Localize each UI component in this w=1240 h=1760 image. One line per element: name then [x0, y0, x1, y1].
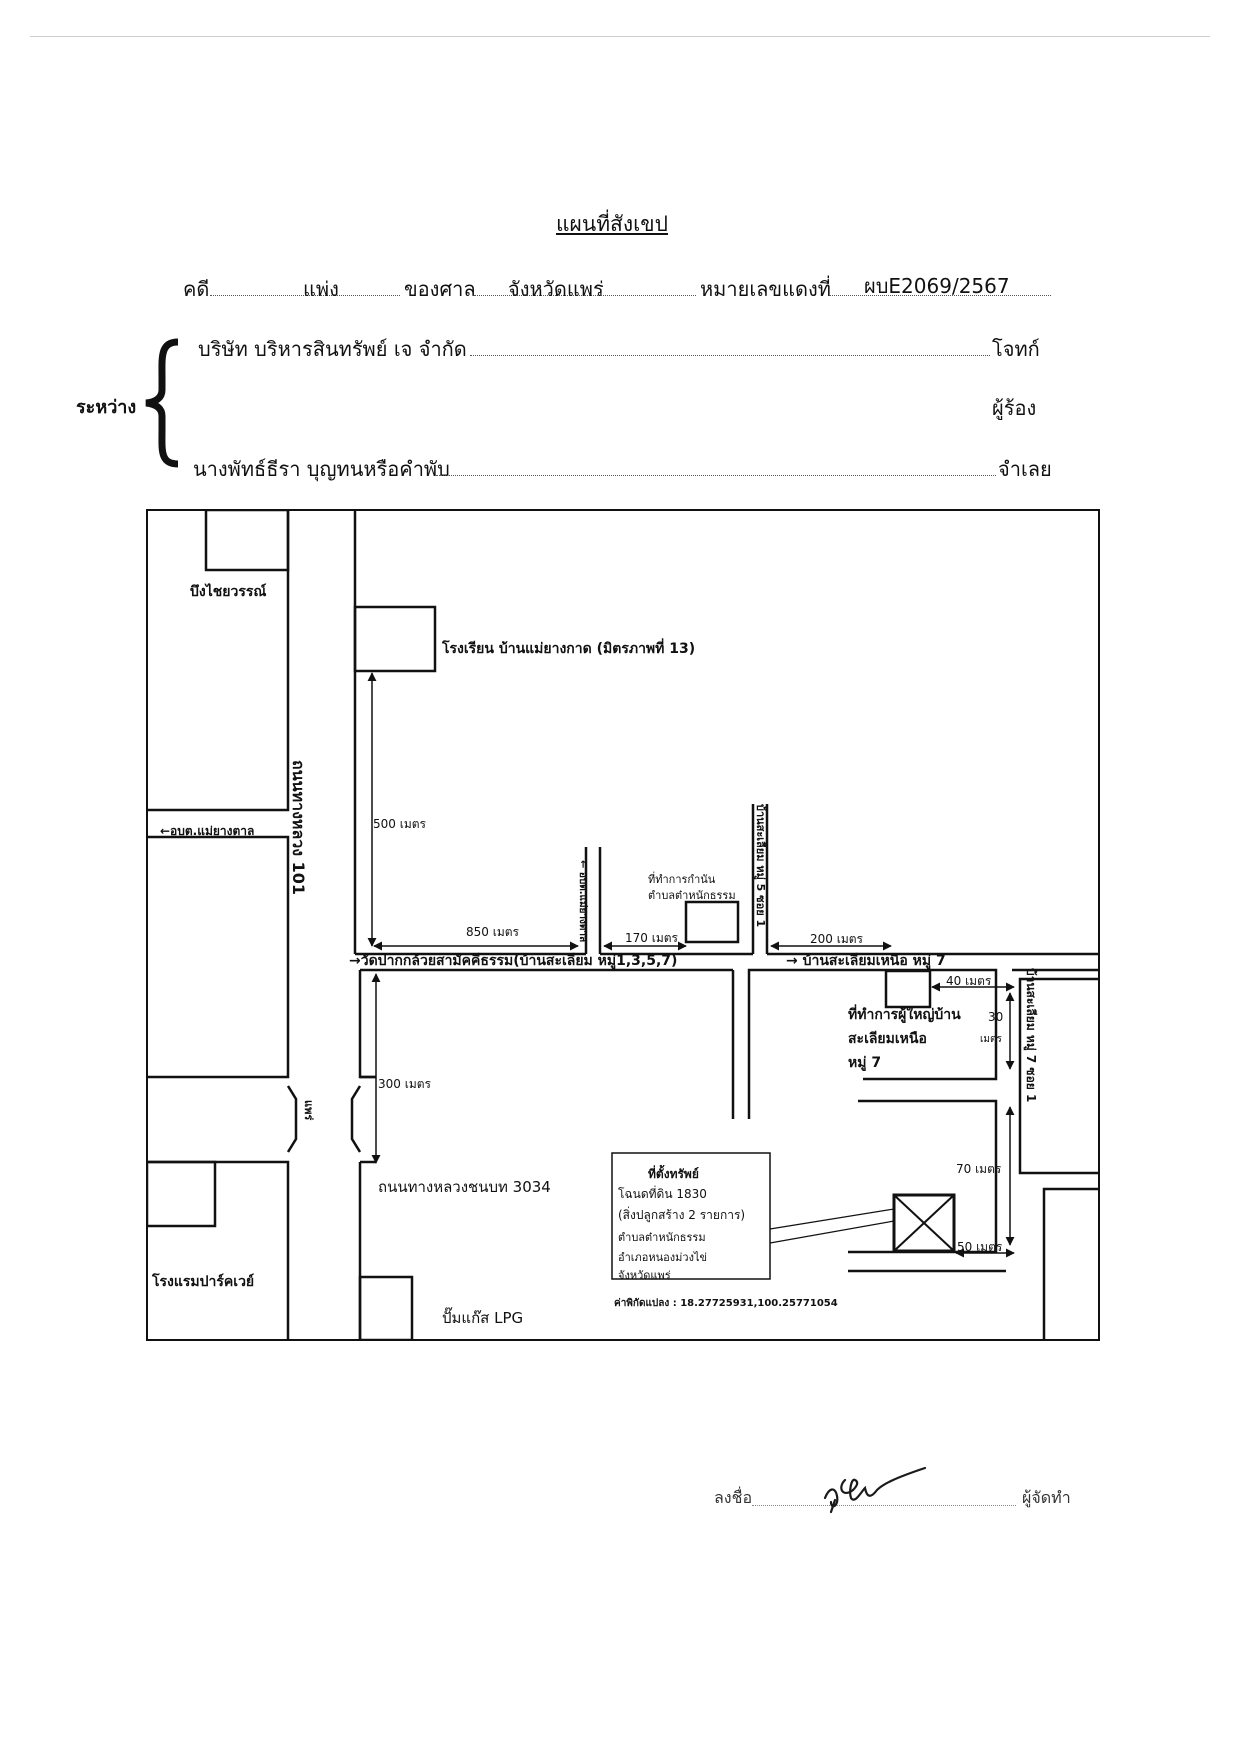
distance-70: 70 เมตร [956, 1162, 1002, 1176]
block-sw [147, 1160, 290, 1340]
label-south: แพร่ [302, 1100, 315, 1121]
label-soi-5: บ้านสะเลียม หมู่ 5 ซอย 1 [754, 804, 767, 928]
building-hotel [146, 1160, 217, 1228]
property-marker [892, 1193, 956, 1253]
label-kamnan-1: ที่ทำการกำนัน [648, 873, 716, 886]
distance-300: 300 เมตร [378, 1077, 431, 1091]
property-line-4: อำเภอหนองม่วงไข่ [618, 1251, 707, 1264]
petitioner-role: ผู้ร้อง [992, 396, 1037, 420]
label-bueng: บึงไชยวรรณ์ [190, 584, 267, 600]
block-e-mid [358, 970, 376, 1079]
label-north-village: → บ้านสะเลียมเหนือ หมู่ 7 [786, 953, 946, 969]
court-name: จังหวัดแพร่ [508, 277, 604, 301]
bulge-east [350, 1085, 362, 1153]
coordinates: ค่าพิกัดแปลง : 18.27725931,100.25771054 [614, 1298, 838, 1309]
label-lpg: ปั๊มแก๊ส LPG [442, 1309, 524, 1327]
page-title: แผนที่สังเขป [556, 212, 668, 236]
label-headman-2: สะเลียมเหนือ [848, 1031, 927, 1047]
label-highway-101: ถนนทางหลวง 101 [289, 760, 308, 896]
block-se-upper [1018, 977, 1099, 1175]
defendant-name: นางพัทธ์ธีรา บุญทนหรือคำพับ [193, 457, 450, 481]
top-rule [30, 36, 1210, 37]
court-dots [474, 295, 696, 296]
distance-200: 200 เมตร [810, 932, 863, 946]
defendant-role: จำเลย [998, 457, 1052, 481]
label-headman-3: หมู่ 7 [848, 1055, 882, 1071]
signature-dots [752, 1505, 1016, 1506]
building-bueng [204, 509, 290, 572]
property-line-1: โฉนดที่ดิน 1830 [618, 1187, 707, 1201]
label-soi-7: บ้านสะเลียม หมู่ 7 ซอย 1 [1024, 968, 1038, 1103]
label-headman-1: ที่ทำการผู้ใหญ่บ้าน [848, 1007, 961, 1023]
red-no-value: ผบE2069/2567 [864, 274, 1010, 298]
distance-30-unit: เมตร [980, 1034, 1002, 1045]
distance-500: 500 เมตร [373, 817, 426, 831]
signature-label: ลงชื่อ [714, 1488, 753, 1507]
building-lpg [358, 1275, 414, 1341]
block-w [147, 835, 290, 1079]
between-label: ระหว่าง [76, 397, 137, 418]
red-no-label: หมายเลขแดงที่ [700, 277, 831, 301]
sketch-map [146, 509, 1100, 1341]
distance-50: 50 เมตร [957, 1240, 1003, 1254]
building-kamnan [684, 900, 740, 944]
label-kamnan-2: ตำบลต๋าหนักธรรม [648, 889, 736, 902]
block-headman [747, 968, 998, 1119]
property-callout-box [611, 1152, 771, 1280]
plaintiff-name: บริษัท บริหารสินทรัพย์ เจ จำกัด [198, 337, 467, 361]
block-nw [147, 510, 290, 812]
property-line-2: (สิ่งปลูกสร้าง 2 รายการ) [618, 1208, 746, 1222]
property-heading: ที่ตั้งทรัพย์ [648, 1167, 699, 1181]
red-no-dots [829, 295, 1051, 296]
building-headman [884, 969, 932, 1009]
distance-30: 30 [988, 1010, 1004, 1024]
building-school [353, 605, 437, 673]
plaintiff-dots [470, 355, 990, 356]
label-wat: →วัดปากกล้วยสามัคคีธรรม(บ้านสะเลียม หมู่… [349, 953, 678, 969]
label-hotel: โรงแรมปาร์คเวย์ [152, 1274, 255, 1290]
bulge-west [286, 1085, 298, 1153]
property-line-5: จังหวัดแพร่ [618, 1269, 671, 1282]
case-label: คดี [183, 277, 210, 301]
defendant-dots [436, 475, 996, 476]
case-type: แพ่ง [303, 277, 339, 301]
label-highway-3034: ถนนทางหลวงชนบท 3034 [378, 1178, 551, 1196]
property-line-3: ตำบลต๋าหนักธรรม [618, 1231, 706, 1244]
handwritten-signature [823, 1466, 927, 1514]
distance-170: 170 เมตร [625, 931, 678, 945]
label-school: โรงเรียน บ้านแม่ยางกาด (มิตรภาพที่ 13) [442, 641, 696, 657]
label-obt: ←อบต.แม่ยางตาล [160, 824, 255, 838]
curly-brace [145, 338, 179, 468]
case-dots [210, 295, 400, 296]
distance-40: 40 เมตร [946, 974, 992, 988]
distance-850: 850 เมตร [466, 925, 519, 939]
block-se-lower [1042, 1187, 1099, 1340]
court-label: ของศาล [404, 277, 476, 301]
plaintiff-role: โจทก์ [992, 337, 1040, 361]
signature-role: ผู้จัดทำ [1022, 1488, 1071, 1507]
label-soi-a: ← อบต.แม่ยางตาล [577, 860, 588, 943]
